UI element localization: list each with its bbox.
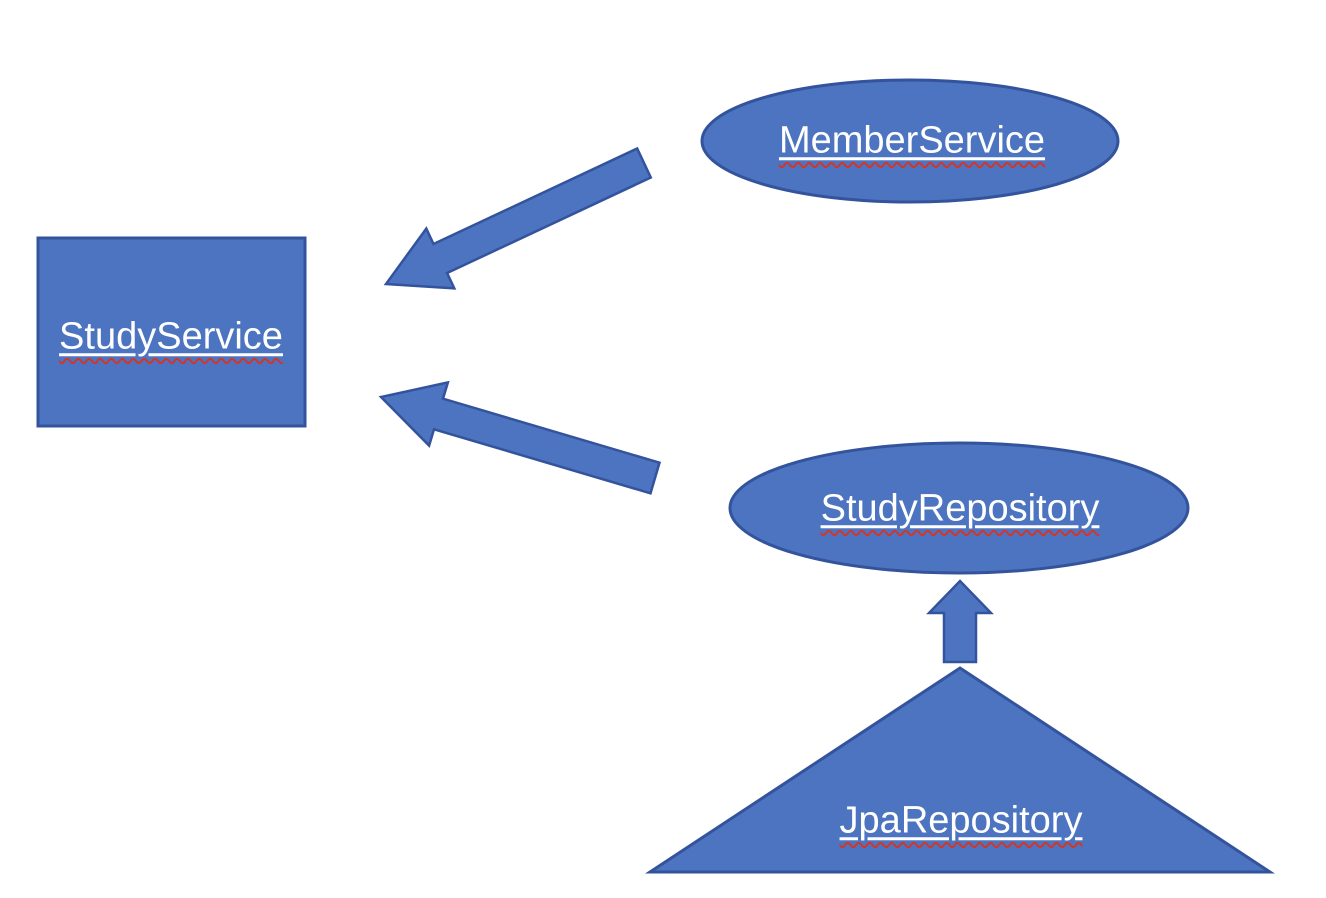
arrow-study-repository-to-study-service[interactable] bbox=[378, 380, 662, 495]
arrow-jpa-repository-to-study-repository[interactable] bbox=[926, 579, 994, 664]
study-repository-label: StudyRepository bbox=[821, 485, 1100, 533]
study-repository-label-text: StudyRepository bbox=[820, 487, 1100, 530]
jpa-repository-label-text: JpaRepository bbox=[839, 799, 1083, 842]
jpa-repository-triangle[interactable] bbox=[644, 666, 1276, 874]
jpa-repository-label: JpaRepository bbox=[840, 797, 1083, 845]
study-service-label: StudyService bbox=[59, 313, 283, 361]
member-service-label-text: MemberService bbox=[778, 119, 1046, 162]
study-repository-ellipse[interactable] bbox=[728, 441, 1190, 575]
member-service-label: MemberService bbox=[779, 117, 1045, 165]
arrow-member-service-to-study-service[interactable] bbox=[383, 146, 653, 290]
member-service-ellipse[interactable] bbox=[700, 78, 1120, 204]
study-service-rectangle[interactable] bbox=[36, 236, 307, 428]
study-service-label-text: StudyService bbox=[59, 315, 283, 358]
